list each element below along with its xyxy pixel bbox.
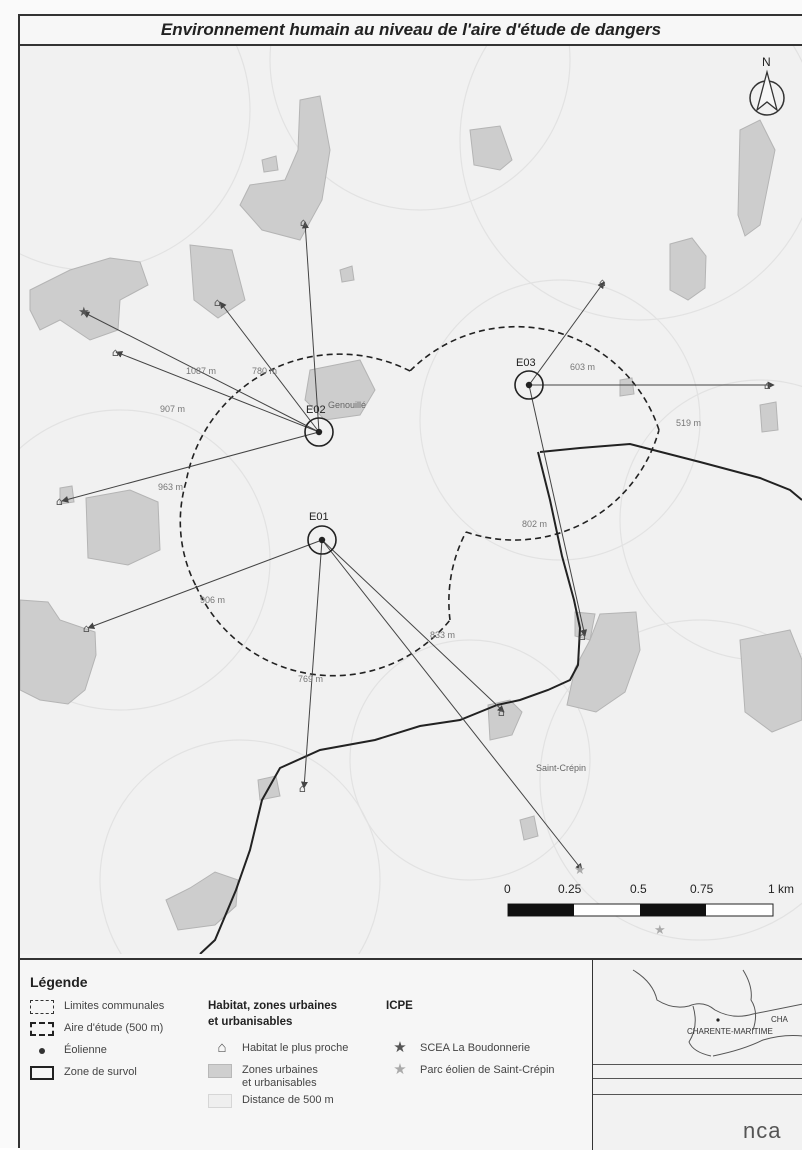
legend-panel: Légende Limites communales Aire d'étude … (20, 958, 592, 1150)
legend-item: Zones urbaines et urbanisables (208, 1062, 337, 1092)
turbine-label: E03 (516, 357, 536, 369)
habitat-icon: ⌂ (579, 630, 586, 643)
scale-label: 0 (504, 882, 511, 896)
turbine-label: E01 (309, 511, 329, 523)
legend-item: Distance de 500 m (208, 1092, 337, 1114)
legend-column-icpe: ICPE ★ SCEA La Boudonnerie ★ Parc éolien… (386, 998, 555, 1084)
scea-star-icon: ★ (78, 305, 90, 320)
distance-label: 906 m (200, 595, 225, 605)
habitat-icon: ⌂ (214, 296, 221, 309)
limits-swatch-icon (30, 1000, 54, 1014)
legend-column-habitat: Habitat, zones urbaines et urbanisables … (208, 998, 348, 1114)
locator-inset: CHARENTE-MARITIME CHA nca (592, 958, 802, 1150)
scale-bar: 0 0.25 0.5 0.75 1 km (504, 882, 794, 917)
urban-zones (20, 95, 802, 931)
habitat-icon: ⌂ (599, 276, 606, 289)
turbine-e03[interactable]: E03 (514, 357, 544, 400)
map-title: Environnement humain au niveau de l'aire… (20, 16, 802, 46)
turbine-dot-icon (30, 1044, 54, 1058)
nca-logo: nca (743, 1118, 782, 1143)
turbine-e01[interactable]: E01 (307, 511, 337, 555)
parc-star-icon: ★ (654, 923, 666, 938)
distance-swatch-icon (208, 1094, 232, 1108)
habitat-icon: ⌂ (56, 495, 63, 508)
scale-label: 0.75 (690, 882, 714, 896)
place-label-saint-crepin: Saint-Crépin (536, 763, 586, 773)
place-label-genouille: Genouillé (328, 400, 366, 410)
parc-star-icon: ★ (574, 863, 586, 878)
distance-labels: 1087 m 780 m 907 m 963 m 906 m 769 m 833… (158, 362, 701, 684)
turbines: E01 E02 E03 (304, 357, 544, 555)
star-icon: ★ (393, 1039, 407, 1056)
map-canvas[interactable]: 1087 m 780 m 907 m 963 m 906 m 769 m 833… (20, 46, 802, 954)
distance-label: 603 m (570, 362, 595, 372)
region-label: CHA (771, 1015, 789, 1024)
study-area-500m (179, 325, 660, 677)
habitat-icon: ⌂ (764, 379, 771, 392)
turbine-e02[interactable]: E02 (304, 404, 334, 447)
habitat-icon: ⌂ (83, 622, 90, 635)
communal-boundaries (199, 442, 802, 954)
region-label: CHARENTE-MARITIME (687, 1027, 773, 1036)
overflight-swatch-icon (30, 1066, 54, 1080)
nearest-habitat-arrows (61, 221, 775, 871)
north-arrow: N (749, 55, 785, 116)
habitat-icon: ⌂ (299, 782, 306, 795)
habitat-icon: ⌂ (217, 1039, 227, 1056)
star-icon: ★ (393, 1061, 407, 1078)
nearest-habitat-markers: ⌂ ⌂ ⌂ ⌂ ⌂ ⌂ ⌂ ⌂ ⌂ ⌂ (56, 216, 771, 795)
svg-text:N: N (762, 55, 771, 69)
distance-label: 1087 m (186, 366, 216, 376)
distance-label: 780 m (252, 366, 277, 376)
legend-item: ★ Parc éolien de Saint-Crépin (386, 1061, 554, 1084)
urban-zone-swatch-icon (208, 1064, 232, 1078)
distance-label: 833 m (430, 630, 455, 640)
icpe-markers: ★ ★ ★ (78, 305, 666, 938)
distance-label: 769 m (298, 674, 323, 684)
distance-label: 963 m (158, 482, 183, 492)
legend-item: ⌂ Habitat le plus proche (208, 1039, 348, 1062)
distance-label: 907 m (160, 404, 185, 414)
scale-label: 0.5 (630, 882, 647, 896)
habitat-icon: ⌂ (112, 346, 119, 359)
scale-label: 1 km (768, 882, 794, 896)
distance-label: 802 m (522, 519, 547, 529)
legend-item: ★ SCEA La Boudonnerie (386, 1039, 530, 1062)
turbine-label: E02 (306, 404, 326, 416)
distance-label: 519 m (676, 418, 701, 428)
study-area-swatch-icon (30, 1022, 54, 1036)
habitat-icon: ⌂ (300, 216, 307, 229)
habitat-icon: ⌂ (498, 706, 505, 719)
legend-title: Légende (30, 974, 88, 990)
scale-label: 0.25 (558, 882, 582, 896)
locator-map: CHARENTE-MARITIME CHA (632, 969, 802, 1057)
distance-500m-buffers (20, 46, 802, 954)
